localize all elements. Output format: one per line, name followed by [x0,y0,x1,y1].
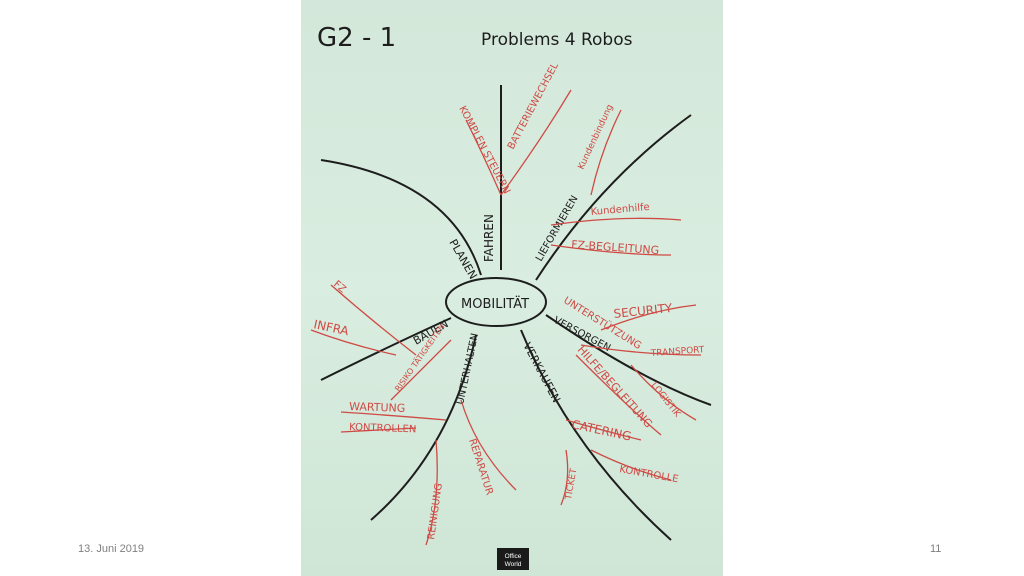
branch-fahren: FAHREN [482,214,496,262]
branch-lines [320,85,712,541]
office-world-logo: Office World [497,548,529,570]
paper-background [301,0,723,576]
center-label: MOBILITÄT [461,296,529,312]
note-wartung: WARTUNG [349,400,406,415]
title-right: Problems 4 Robos [481,30,633,50]
flipchart-photo: G2 - 1 Problems 4 Robos MOBILITÄT PLANEN… [301,0,723,576]
logo-line-2: World [505,561,522,568]
note-transport: TRANSPORT [650,345,706,359]
logo-line-1: Office [505,553,522,560]
center-ellipse [445,277,547,327]
note-fz-begleitung: FZ-BEGLEITUNG [571,238,660,257]
footer-date: 13. Juni 2019 [78,543,145,555]
note-security: SECURITY [613,301,674,321]
note-kontrollen: KONTROLLEN [349,422,417,435]
slide-number: 11 [930,543,942,555]
note-kundenhilfe: Kundenhilfe [590,202,650,218]
title-left: G2 - 1 [317,23,396,53]
red-sub-lines [310,89,702,546]
